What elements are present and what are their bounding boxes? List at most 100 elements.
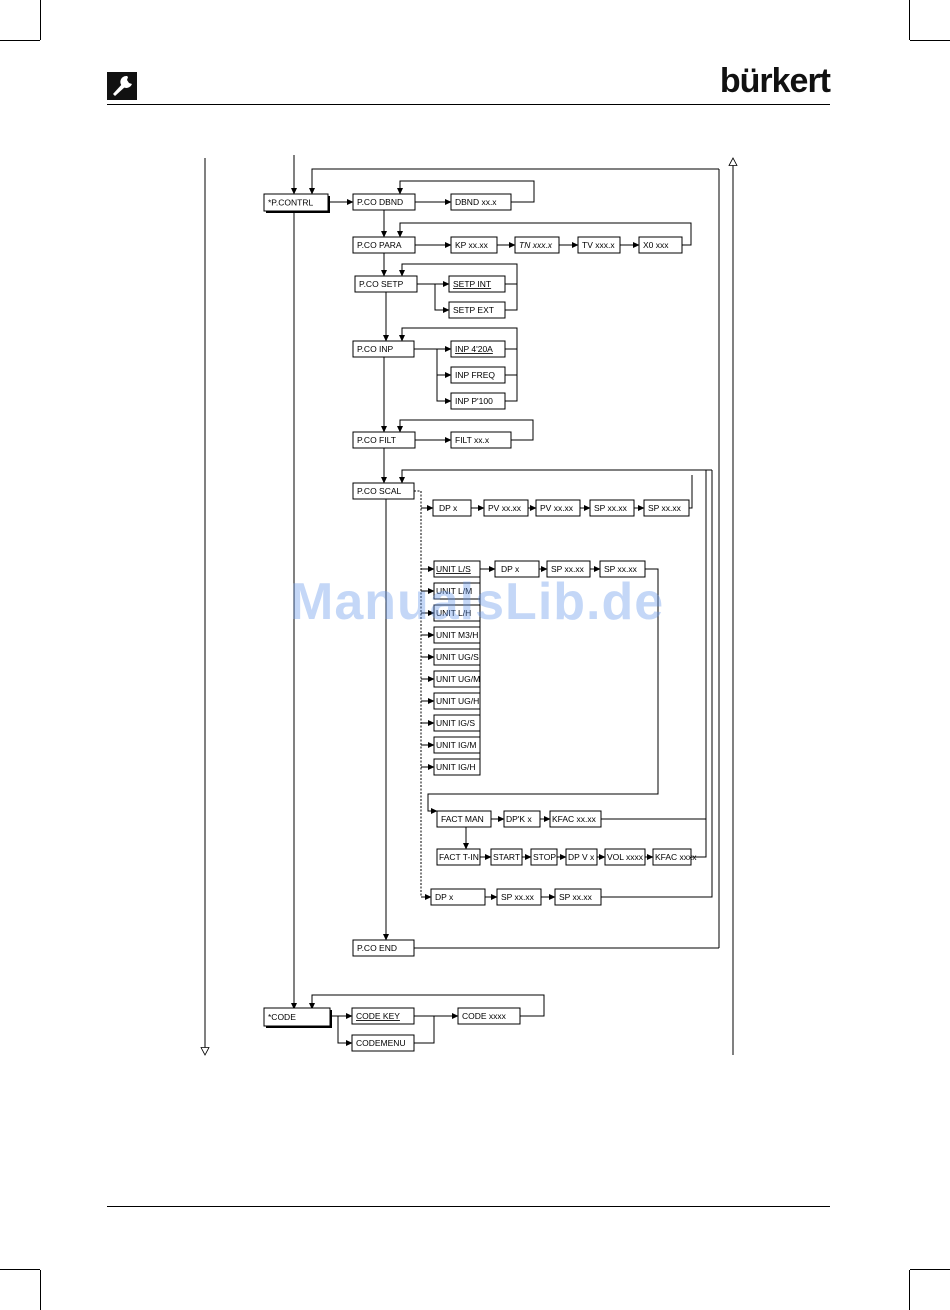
codemenu-box bbox=[351, 1034, 415, 1052]
inp-freq-label: INP FREQ bbox=[455, 370, 495, 380]
code-key-box bbox=[351, 1007, 415, 1025]
scal-pvlow-box bbox=[483, 499, 529, 517]
inp-title-box bbox=[352, 340, 415, 358]
facttin-kfac-box bbox=[652, 848, 692, 866]
unit-2-label: UNIT L/H bbox=[436, 608, 471, 618]
unit-1-label: UNIT L/M bbox=[436, 586, 472, 596]
inp-p100-label: INP P'100 bbox=[455, 396, 493, 406]
setp-ext-box bbox=[448, 301, 506, 319]
wrench-icon bbox=[107, 72, 137, 100]
crop-mark bbox=[0, 40, 40, 41]
para-tv-label: TV xxx.x bbox=[582, 240, 615, 250]
last-splow-box bbox=[496, 888, 542, 906]
pcontrl-box bbox=[263, 193, 329, 212]
unit-sphigh-label: SP xx.xx bbox=[604, 564, 638, 574]
facttin-stop-box bbox=[530, 848, 558, 866]
brand-logo: bürkert bbox=[719, 62, 831, 100]
scal-sphigh-box bbox=[643, 499, 690, 517]
last-splow-label: SP xx.xx bbox=[501, 892, 535, 902]
unit-7-box bbox=[433, 714, 481, 732]
dbnd-title-box bbox=[352, 193, 416, 211]
para-tv-box bbox=[577, 236, 621, 254]
factman-dpk-box bbox=[503, 810, 541, 828]
filt-title-label: P.CO FILT bbox=[357, 435, 396, 445]
facttin-start-box bbox=[490, 848, 523, 866]
setp-int-box bbox=[448, 275, 506, 293]
unit-3-box bbox=[433, 626, 481, 644]
setp-title-label: P.CO SETP bbox=[359, 279, 404, 289]
unit-4-label: UNIT UG/S bbox=[436, 652, 479, 662]
scal-splow-box bbox=[589, 499, 635, 517]
unit-3-label: UNIT M3/H bbox=[436, 630, 478, 640]
para-kp-box bbox=[450, 236, 498, 254]
crop-mark bbox=[0, 1269, 40, 1270]
filt-value-label: FILT xx.x bbox=[455, 435, 490, 445]
scal-dp-box bbox=[432, 499, 472, 517]
unit-4-box bbox=[433, 648, 481, 666]
facttin-kfac-label: KFAC xxxx bbox=[655, 852, 697, 862]
last-dp-box bbox=[430, 888, 486, 906]
unit-8-box bbox=[433, 736, 481, 754]
filt-value-box bbox=[450, 431, 512, 449]
unit-5-box bbox=[433, 670, 481, 688]
facttin-vol-label: VOL xxxx bbox=[607, 852, 644, 862]
crop-mark bbox=[910, 40, 950, 41]
unit-6-box bbox=[433, 692, 481, 710]
para-title-label: P.CO PARA bbox=[357, 240, 402, 250]
end-box bbox=[352, 939, 415, 957]
facttin-start-label: START bbox=[493, 852, 520, 862]
unit-0-box bbox=[433, 560, 481, 578]
dbnd-title-label: P.CO DBND bbox=[357, 197, 403, 207]
unit-9-label: UNIT IG/H bbox=[436, 762, 476, 772]
facttin-vol-box bbox=[604, 848, 646, 866]
inp-title-label: P.CO INP bbox=[357, 344, 394, 354]
factman-kfac-box bbox=[549, 810, 602, 828]
facttin-fact-box bbox=[436, 848, 481, 866]
setp-ext-label: SETP EXT bbox=[453, 305, 494, 315]
codemenu-label: CODEMENU bbox=[356, 1038, 406, 1048]
unit-9-box bbox=[433, 758, 481, 776]
para-x0-box bbox=[638, 236, 683, 254]
facttin-dpv-box bbox=[565, 848, 598, 866]
code-box bbox=[263, 1007, 331, 1027]
para-x0-label: X0 xxx bbox=[643, 240, 669, 250]
scal-pvlow-label: PV xx.xx bbox=[488, 503, 522, 513]
scal-pvhigh-label: PV xx.xx bbox=[540, 503, 574, 513]
unit-7-label: UNIT IG/S bbox=[436, 718, 475, 728]
last-sphigh-label: SP xx.xx bbox=[559, 892, 593, 902]
code-key-label: CODE KEY bbox=[356, 1011, 400, 1021]
facttin-fact-label: FACT T-IN bbox=[439, 852, 479, 862]
unit-5-label: UNIT UG/M bbox=[436, 674, 480, 684]
pcontrl-label: *P.CONTRL bbox=[268, 198, 313, 208]
code-value-box bbox=[457, 1007, 521, 1025]
inp-p100-box bbox=[450, 392, 506, 410]
footer-rule bbox=[107, 1206, 830, 1207]
factman-fact-label: FACT MAN bbox=[441, 814, 484, 824]
scal-sphigh-label: SP xx.xx bbox=[648, 503, 682, 513]
crop-mark bbox=[910, 1269, 950, 1270]
dbnd-value-label: DBND xx.x bbox=[455, 197, 497, 207]
crop-mark bbox=[40, 1270, 41, 1310]
scal-title-box bbox=[352, 482, 415, 500]
setp-int-label: SETP INT bbox=[453, 279, 491, 289]
para-kp-label: KP xx.xx bbox=[455, 240, 489, 250]
factman-fact-box bbox=[436, 810, 492, 828]
inp-freq-box bbox=[450, 366, 506, 384]
factman-kfac-label: KFAC xx.xx bbox=[552, 814, 597, 824]
para-tn-label: TN xxx.x bbox=[519, 240, 553, 250]
unit-splow-box bbox=[546, 560, 591, 578]
header-rule bbox=[107, 104, 830, 105]
inp-420-label: INP 4'20A bbox=[455, 344, 493, 354]
para-tn-box bbox=[514, 236, 560, 254]
unit-sphigh-box bbox=[599, 560, 646, 578]
unit-6-label: UNIT UG/H bbox=[436, 696, 479, 706]
end-label: P.CO END bbox=[357, 943, 397, 953]
dbnd-value-box bbox=[450, 193, 512, 211]
unit-dp-box bbox=[494, 560, 540, 578]
factman-dpk-label: DP'K x bbox=[506, 814, 532, 824]
crop-mark bbox=[909, 0, 910, 40]
scal-pvhigh-box bbox=[535, 499, 581, 517]
last-sphigh-box bbox=[554, 888, 602, 906]
scal-title-label: P.CO SCAL bbox=[357, 486, 402, 496]
